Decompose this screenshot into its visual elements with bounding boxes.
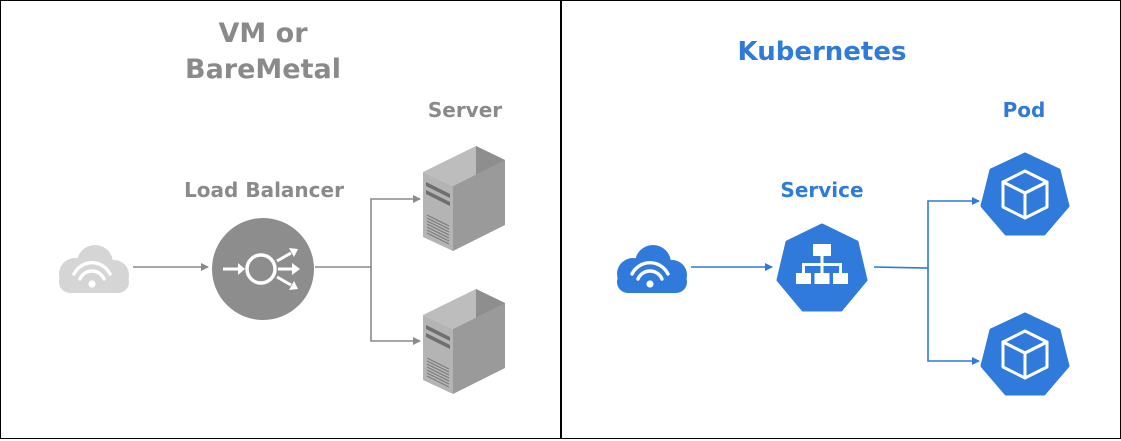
kubernetes-service-icon [776,223,868,312]
kubernetes-pod-icon [980,312,1070,396]
load-balancer-icon [212,218,314,320]
server-label: Server [427,98,503,122]
service-to-pod-2-arrow [927,268,980,365]
kubernetes-title: Kubernetes [737,37,907,67]
service-to-pod-1-arrow [873,197,980,269]
lb-to-server-2-arrow [370,267,421,345]
load-balancer-label: Load Balancer [184,178,344,202]
service-label: Service [780,178,864,202]
vm-baremetal-title: VM or BareMetal [183,16,343,88]
server-tower-icon [423,146,505,251]
vm-baremetal-panel [0,0,562,439]
lb-to-server-1-arrow [315,195,421,268]
title-line-1: VM or [218,18,308,49]
kubernetes-pod-icon [980,152,1070,236]
wifi-cloud-icon [59,245,129,293]
pod-label: Pod [1002,98,1046,122]
server-tower-icon [423,289,505,394]
wifi-cloud-icon [617,245,687,293]
title-line-2: BareMetal [185,54,341,85]
